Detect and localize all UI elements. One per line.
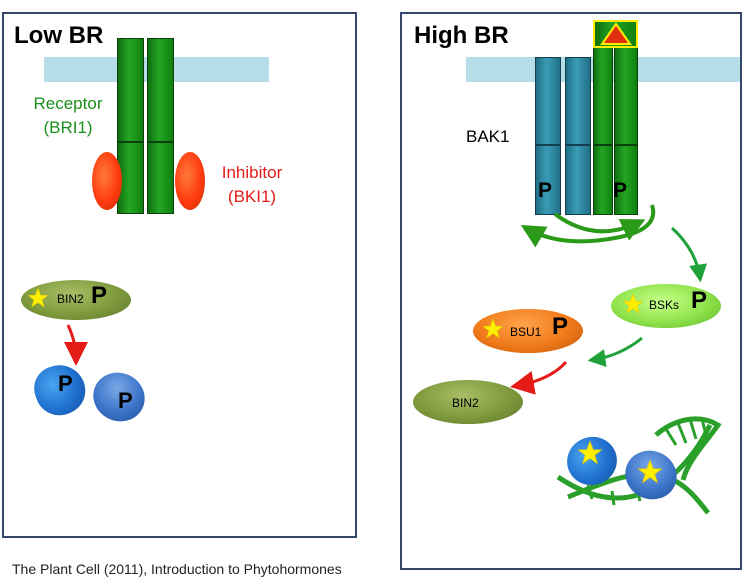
bak1-coreceptor-lower-2: [565, 145, 591, 215]
bri1-receptor-upper-2: [147, 38, 174, 142]
phospho-mark: P: [613, 179, 628, 202]
bri1-receptor-upper-1: [117, 38, 144, 142]
receptor-label: Receptor (BRI1): [22, 92, 114, 140]
low-br-panel: [2, 12, 357, 538]
bki1-inhibitor-left: [92, 152, 122, 210]
phospho-mark: P: [538, 179, 553, 202]
bak1-coreceptor-upper-1: [535, 57, 561, 145]
star-icon: [637, 459, 663, 484]
phospho-mark: P: [691, 287, 708, 314]
star-icon: [622, 293, 644, 314]
bsu1-label: BSU1: [510, 325, 542, 339]
bak1-label: BAK1: [466, 127, 510, 146]
bak1-coreceptor-upper-2: [565, 57, 591, 145]
phospho-mark: P: [91, 282, 108, 309]
bin2-label-right: BIN2: [452, 396, 479, 410]
low-br-title: Low BR: [14, 22, 104, 49]
star-icon: [577, 440, 603, 465]
phospho-mark: P: [118, 388, 133, 413]
star-icon: [27, 287, 49, 308]
bri1-receptor-lower-1: [593, 145, 613, 215]
bri1-receptor-lower-2: [614, 145, 638, 215]
bsks-label: BSKs: [649, 298, 680, 312]
bri1-receptor-lower-2: [147, 142, 174, 214]
bak1-coreceptor-lower-1: [535, 145, 561, 215]
brassinosteroid-ligand-icon: [600, 22, 632, 45]
receptor-label-line-2: (BRI1): [43, 118, 93, 137]
figure-caption: The Plant Cell (2011), Introduction to P…: [12, 561, 342, 577]
inhibitor-label-line-2: (BKI1): [227, 187, 277, 206]
high-br-title: High BR: [414, 22, 509, 49]
inhibitor-label-line-1: Inhibitor: [221, 163, 283, 182]
phospho-mark: P: [58, 371, 73, 396]
star-icon: [482, 318, 504, 339]
bin2-label-left: BIN2: [57, 292, 84, 306]
bin2-kinase-right: [413, 380, 523, 424]
bri1-receptor-upper-2: [614, 47, 638, 145]
inhibitor-label: Inhibitor (BKI1): [212, 161, 292, 209]
phospho-mark: P: [552, 313, 569, 340]
bki1-inhibitor-right: [175, 152, 205, 210]
receptor-label-line-1: Receptor: [33, 94, 103, 113]
